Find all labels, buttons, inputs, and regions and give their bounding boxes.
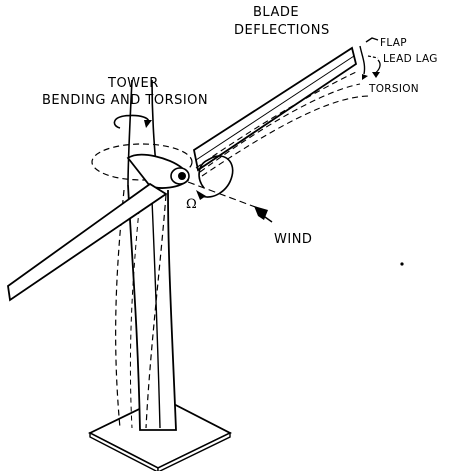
rotor-axis-dashed [187,181,259,209]
label-torsion: TORSION [368,83,419,95]
tower-torsion-ellipse [91,143,193,181]
stray-dot [400,262,404,266]
rotation-arrow-icon [196,155,234,200]
wind-arrow-icon [254,206,273,223]
label-wind: WIND [274,232,312,247]
label-omega: Ω [186,197,197,212]
label-lead-lag: LEAD LAG [383,53,438,65]
blade-deflection-dashed [195,71,371,177]
tower-bending-dashed [115,189,167,429]
blade-lower [7,182,168,302]
blade-tip-arrows-icon [359,37,381,80]
label-bending-and-torsion: BENDING AND TORSION [42,93,208,108]
label-blade: BLADE [253,5,299,20]
label-deflections: DEFLECTIONS [234,23,330,38]
label-tower: TOWER [107,76,159,91]
tower-base [87,396,233,471]
nacelle-hub [126,153,190,189]
blade-upper [192,46,358,172]
label-flap: FLAP [380,37,407,49]
tower-torsion-arrow-icon [113,114,152,129]
